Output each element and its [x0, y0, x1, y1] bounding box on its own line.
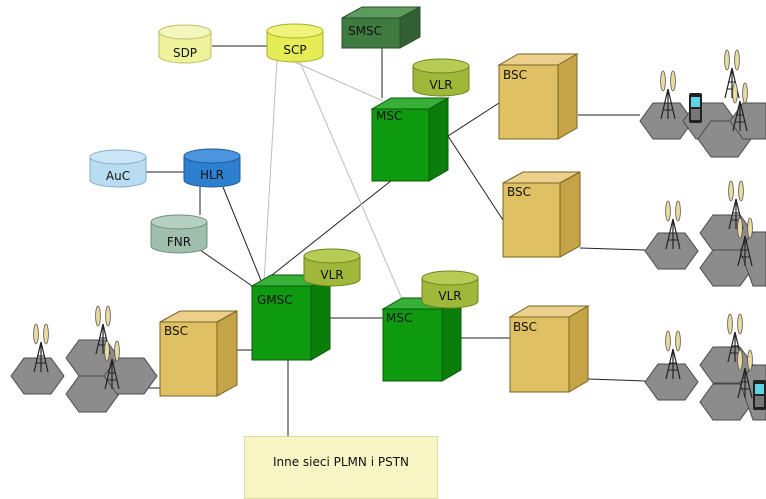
- vlr-bottom-database: VLR: [421, 270, 479, 309]
- sdp-label: SDP: [173, 46, 197, 60]
- sdp-database: SDP: [158, 24, 212, 64]
- external-networks-box: Inne sieci PLMN i PSTN: [244, 436, 438, 499]
- hlr-label: HLR: [200, 168, 224, 182]
- vlr-gmsc-label: VLR: [320, 268, 343, 282]
- scp-database: SCP: [266, 23, 324, 63]
- auc-label: AuC: [106, 169, 130, 183]
- scp-label: SCP: [283, 43, 306, 57]
- bsc-mid-right-label: BSC: [507, 185, 531, 199]
- link-fnr-gmsc: [199, 249, 259, 291]
- vlr-top-label: VLR: [429, 78, 452, 92]
- bsc-bottom-right-label: BSC: [513, 320, 537, 334]
- msc-bottom-switch: MSC: [381, 297, 463, 382]
- msc-top-label: MSC: [376, 109, 402, 123]
- link-hlr-gmsc: [222, 186, 263, 284]
- link-scp-msc-bottom: [299, 61, 403, 300]
- gmsc-switch: GMSC: [250, 274, 332, 361]
- vlr-bottom-label: VLR: [438, 289, 461, 303]
- external-networks-label: Inne sieci PLMN i PSTN: [272, 454, 410, 469]
- mobile-phone-icon: [753, 380, 766, 410]
- link-msc-bsc1: [447, 102, 500, 137]
- link-scp-msc-top: [289, 59, 384, 102]
- link-bsc3-cell: [587, 378, 646, 382]
- bsc-top-right-label: BSC: [503, 68, 527, 82]
- mobile-phone-icon: [689, 93, 702, 123]
- msc-top-switch: MSC: [370, 97, 450, 182]
- smsc-server: SMSC: [341, 6, 421, 49]
- fnr-label: FNR: [167, 235, 191, 249]
- link-gmsc-msc-top: [261, 179, 393, 284]
- bsc-mid-right: BSC: [502, 171, 581, 258]
- bsc-top-right: BSC: [497, 53, 579, 140]
- fnr-database: FNR: [150, 214, 208, 254]
- vlr-top-database: VLR: [412, 58, 470, 97]
- bsc-bottom-right: BSC: [508, 305, 590, 393]
- link-scp-gmsc: [263, 59, 278, 283]
- auc-database: AuC: [89, 149, 147, 188]
- signalling-links: [263, 59, 403, 300]
- link-msc-bsc2: [447, 135, 504, 221]
- hlr-database: HLR: [183, 148, 241, 188]
- bsc-left-label: BSC: [164, 324, 188, 338]
- vlr-gmsc-database: VLR: [303, 248, 361, 287]
- cell-cluster-left: [10, 339, 158, 413]
- smsc-label: SMSC: [348, 24, 382, 38]
- msc-bottom-label: MSC: [386, 311, 412, 325]
- gmsc-label: GMSC: [257, 293, 293, 307]
- link-bsc2-cell: [579, 247, 646, 251]
- bsc-left: BSC: [159, 310, 238, 397]
